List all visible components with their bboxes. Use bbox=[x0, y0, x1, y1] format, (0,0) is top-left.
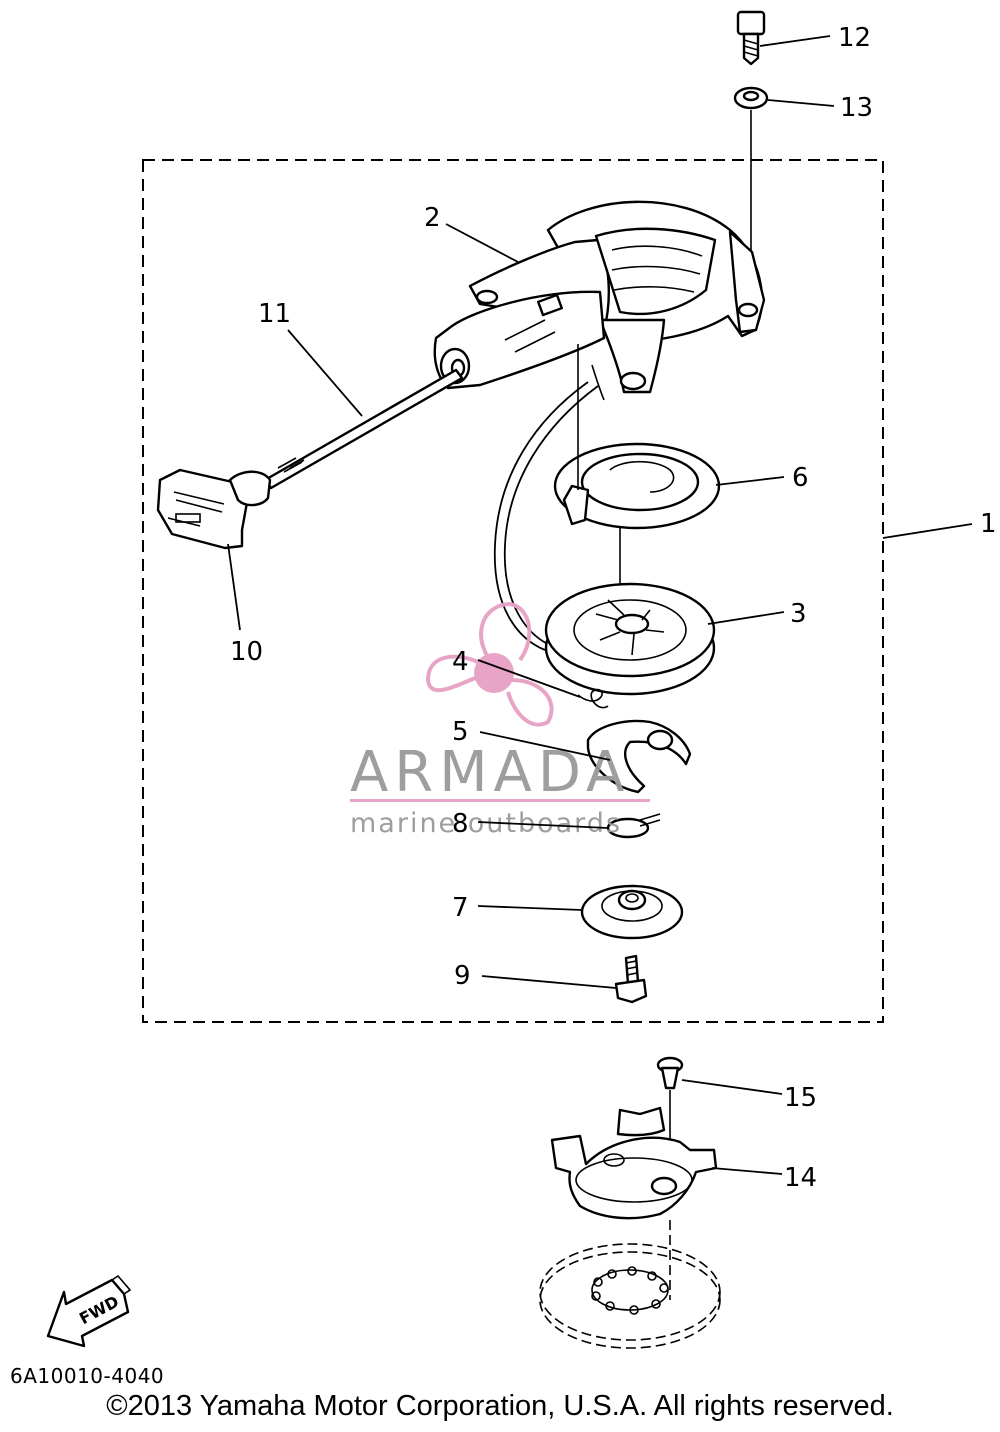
callout-2: 2 bbox=[424, 203, 441, 233]
callout-15: 15 bbox=[784, 1083, 817, 1113]
callout-13: 13 bbox=[840, 93, 873, 123]
fwd-arrow: FWD bbox=[46, 1274, 132, 1348]
propeller-logo bbox=[425, 601, 554, 727]
callout-4: 4 bbox=[452, 647, 469, 677]
callout-8: 8 bbox=[452, 809, 469, 839]
leader-9 bbox=[481, 975, 617, 989]
part-12-bolt bbox=[736, 10, 766, 66]
leader-15 bbox=[681, 1079, 783, 1095]
part-9-bolt bbox=[614, 954, 648, 1004]
callout-7: 7 bbox=[452, 893, 469, 923]
copyright-notice: ©2013 Yamaha Motor Corporation, U.S.A. A… bbox=[106, 1390, 894, 1422]
leader-5 bbox=[479, 731, 611, 761]
leader-8 bbox=[477, 821, 609, 829]
callout-9: 9 bbox=[454, 961, 471, 991]
flywheel bbox=[539, 1220, 721, 1349]
callout-3: 3 bbox=[790, 599, 807, 629]
watermark-rule bbox=[350, 799, 650, 802]
part-11-rope bbox=[263, 368, 599, 651]
part-5-drive-plate bbox=[586, 719, 692, 794]
leader-14 bbox=[711, 1167, 783, 1175]
leader-3 bbox=[707, 611, 785, 625]
watermark-brand: ARMADA bbox=[350, 740, 630, 805]
part-15-screw bbox=[656, 1056, 684, 1090]
part-13-washer bbox=[733, 86, 769, 110]
leader-6 bbox=[715, 476, 785, 486]
leader-12 bbox=[759, 35, 831, 47]
leader-13 bbox=[767, 99, 835, 107]
part-6-spiral-spring bbox=[553, 442, 721, 530]
callout-5: 5 bbox=[452, 717, 469, 747]
leader-2 bbox=[445, 223, 519, 263]
leader-1 bbox=[882, 523, 973, 539]
assembly-boundary bbox=[142, 159, 884, 1023]
part-4-spring bbox=[577, 688, 609, 709]
callout-1: 1 bbox=[980, 509, 997, 539]
leader-10 bbox=[227, 543, 241, 631]
leader-4 bbox=[477, 659, 581, 698]
callout-14: 14 bbox=[784, 1163, 817, 1193]
leader-7 bbox=[477, 905, 583, 911]
callout-10: 10 bbox=[230, 637, 263, 667]
callout-11: 11 bbox=[258, 299, 291, 329]
watermark-tagline: marine outboards bbox=[350, 808, 622, 839]
part-14-starter-pulley bbox=[550, 1106, 718, 1220]
leader-11 bbox=[287, 329, 363, 417]
callout-12: 12 bbox=[838, 23, 871, 53]
part-7-plate bbox=[580, 884, 684, 940]
callout-6: 6 bbox=[792, 463, 809, 493]
part-3-drive-pulley bbox=[544, 582, 716, 696]
part-10-handle bbox=[156, 468, 272, 550]
part-2-starter-case bbox=[433, 200, 766, 401]
part-number-label: 6A10010-4040 bbox=[10, 1364, 165, 1388]
